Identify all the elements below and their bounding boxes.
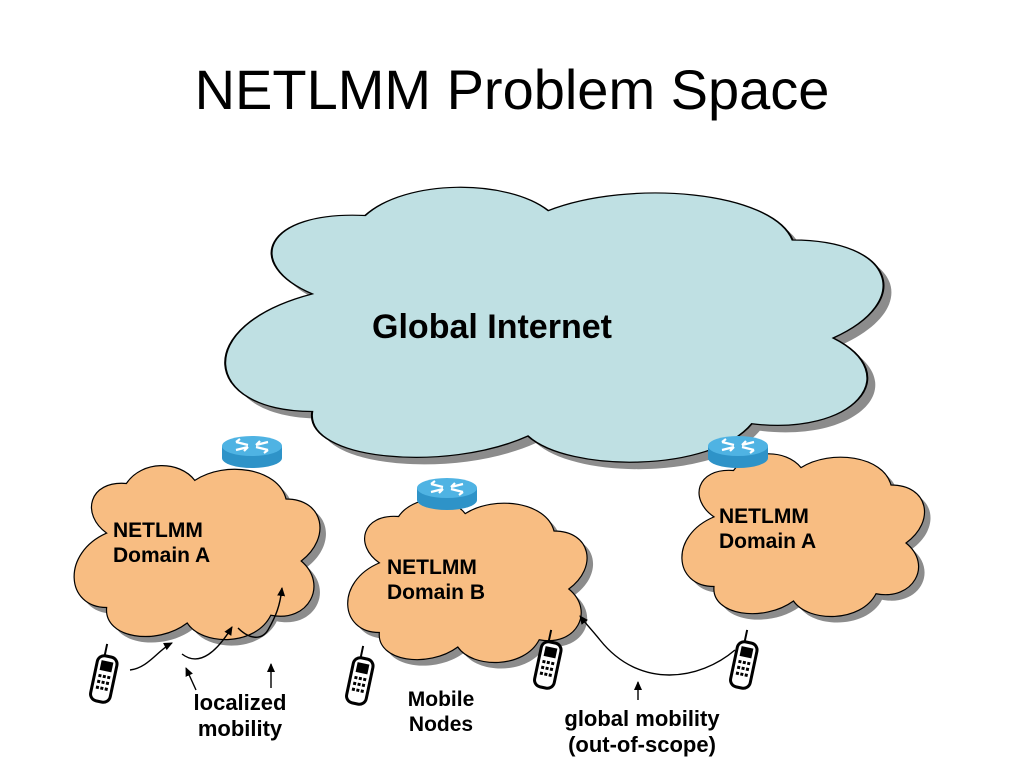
localized-pointer-arrows bbox=[185, 663, 275, 691]
mobile-phone-icon bbox=[729, 629, 759, 690]
mobile-phone-icon bbox=[533, 629, 563, 690]
label-line: NETLMM bbox=[113, 519, 203, 542]
mobile-phone-icon bbox=[89, 643, 119, 704]
pointer-arrow bbox=[185, 667, 197, 691]
label-line: NETLMM bbox=[719, 505, 809, 528]
label-line: global mobility bbox=[564, 706, 720, 731]
domain-b-label: NETLMM Domain B bbox=[387, 556, 485, 605]
label-line: Domain A bbox=[719, 529, 817, 553]
mobile-nodes-label: Mobile Nodes bbox=[386, 688, 496, 737]
router-icon bbox=[222, 436, 282, 468]
label-line: mobility bbox=[197, 715, 283, 741]
global-mobility-arrows bbox=[579, 615, 736, 700]
label-line: Mobile bbox=[407, 688, 475, 711]
localized-mobility-label: localized mobility bbox=[170, 690, 310, 741]
global-internet-label: Global Internet bbox=[372, 308, 612, 346]
label-line: (out-of-scope) bbox=[568, 731, 716, 757]
global-mobility-arrow bbox=[579, 615, 736, 676]
global-mobility-label: global mobility (out-of-scope) bbox=[530, 706, 754, 757]
label-line: NETLMM bbox=[387, 556, 477, 579]
mobile-phone-icon bbox=[345, 645, 375, 706]
slide-title: NETLMM Problem Space bbox=[194, 58, 830, 121]
domain-a-left-label: NETLMM Domain A bbox=[113, 519, 210, 568]
localized-mobility-arrows bbox=[129, 587, 286, 671]
label-line: Nodes bbox=[408, 712, 474, 736]
localized-mobility-arrow bbox=[237, 587, 286, 638]
localized-mobility-arrow bbox=[129, 642, 173, 671]
localized-mobility-arrow bbox=[181, 626, 233, 660]
label-line: Domain B bbox=[387, 580, 486, 604]
domain-a-right-label: NETLMM Domain A bbox=[719, 505, 816, 554]
router-icon bbox=[417, 478, 477, 510]
router-icon bbox=[708, 436, 768, 468]
label-line: localized bbox=[193, 690, 287, 715]
label-line: Domain A bbox=[113, 543, 211, 567]
